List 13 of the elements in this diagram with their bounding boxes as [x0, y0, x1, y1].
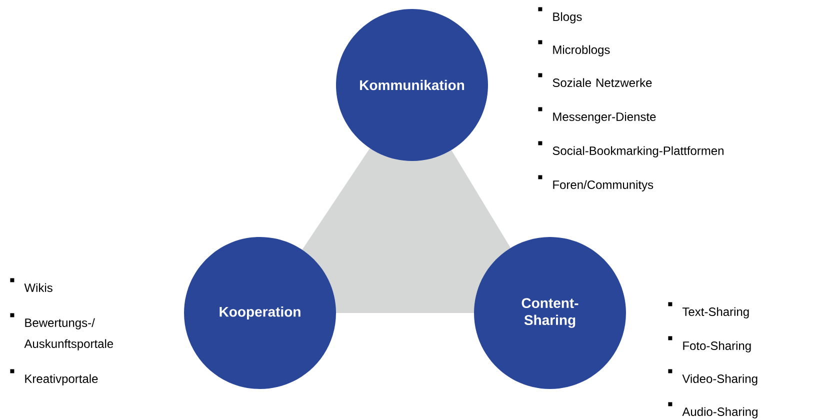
bullet-item: Text-Sharing [668, 302, 749, 318]
bullet-item: Kreativportale [10, 369, 98, 386]
bullet-item: Video-Sharing [668, 369, 758, 386]
bullet-item: Blogs [538, 7, 582, 24]
bullet-item: Social-Bookmarking-Plattformen [538, 141, 724, 158]
bullet-item: Soziale Netzwerke [538, 73, 652, 87]
bullet-item: Messenger-Dienste [538, 107, 656, 124]
bullet-item: Bewertungs-/ Auskunftsportale [10, 313, 114, 350]
bullet-item: Audio-Sharing [668, 402, 758, 418]
bullet-item: Wikis [10, 278, 52, 292]
bullet-item: Foren/Communitys [538, 175, 654, 192]
bullet-item: Microblogs [538, 40, 610, 56]
bullet-item: Foto-Sharing [668, 336, 751, 352]
